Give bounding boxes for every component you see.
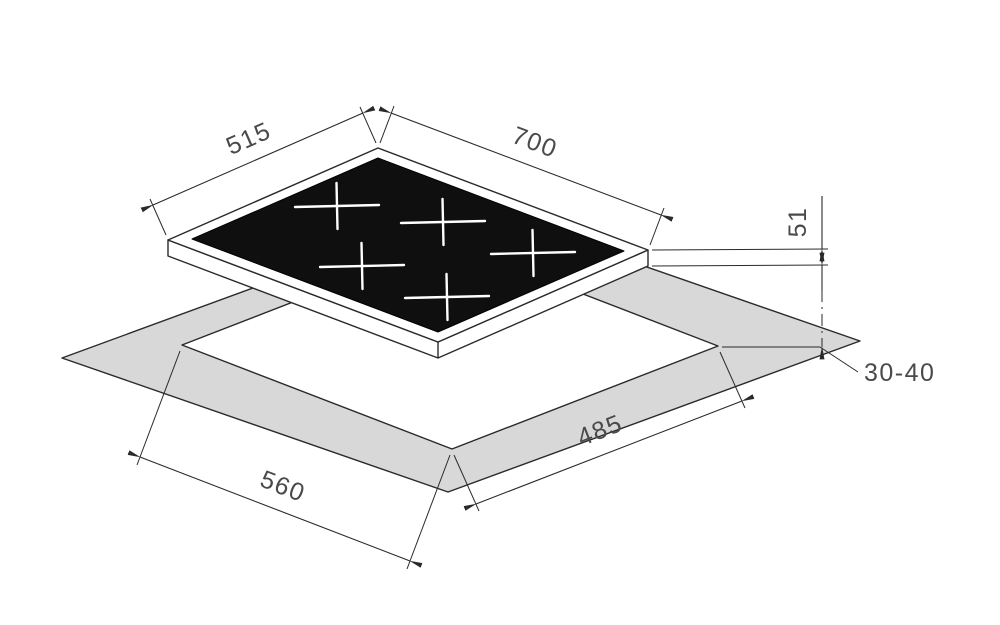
extension-line — [359, 106, 377, 144]
dim-label-hob-height: 51 — [784, 207, 812, 238]
extension-line — [136, 350, 181, 466]
dimension-line-cutout-width — [127, 450, 423, 568]
dim-label-hob-width: 700 — [508, 121, 561, 164]
dim-label-hob-depth: 515 — [222, 117, 276, 161]
extension-line — [379, 105, 395, 144]
burner-cross-icon — [489, 228, 577, 278]
burner-cross-icon — [318, 241, 406, 291]
extension-line — [149, 198, 167, 236]
dim-hob-height: 51 — [651, 196, 829, 360]
leader-line — [819, 346, 859, 373]
dim-label-cutout-width: 560 — [256, 465, 309, 508]
dimension-line-hob-width — [378, 106, 674, 222]
burner-cross-icon — [403, 272, 491, 322]
hob — [167, 147, 649, 359]
leader-line — [651, 264, 829, 267]
leader-line — [651, 248, 829, 251]
dim-label-worktop-thickness: 30-40 — [864, 359, 935, 387]
dim-worktop-thickness: 30-40 — [722, 346, 935, 387]
dimension-line-cutout-depth — [463, 394, 755, 511]
dimension-line-hob-depth — [140, 105, 376, 213]
